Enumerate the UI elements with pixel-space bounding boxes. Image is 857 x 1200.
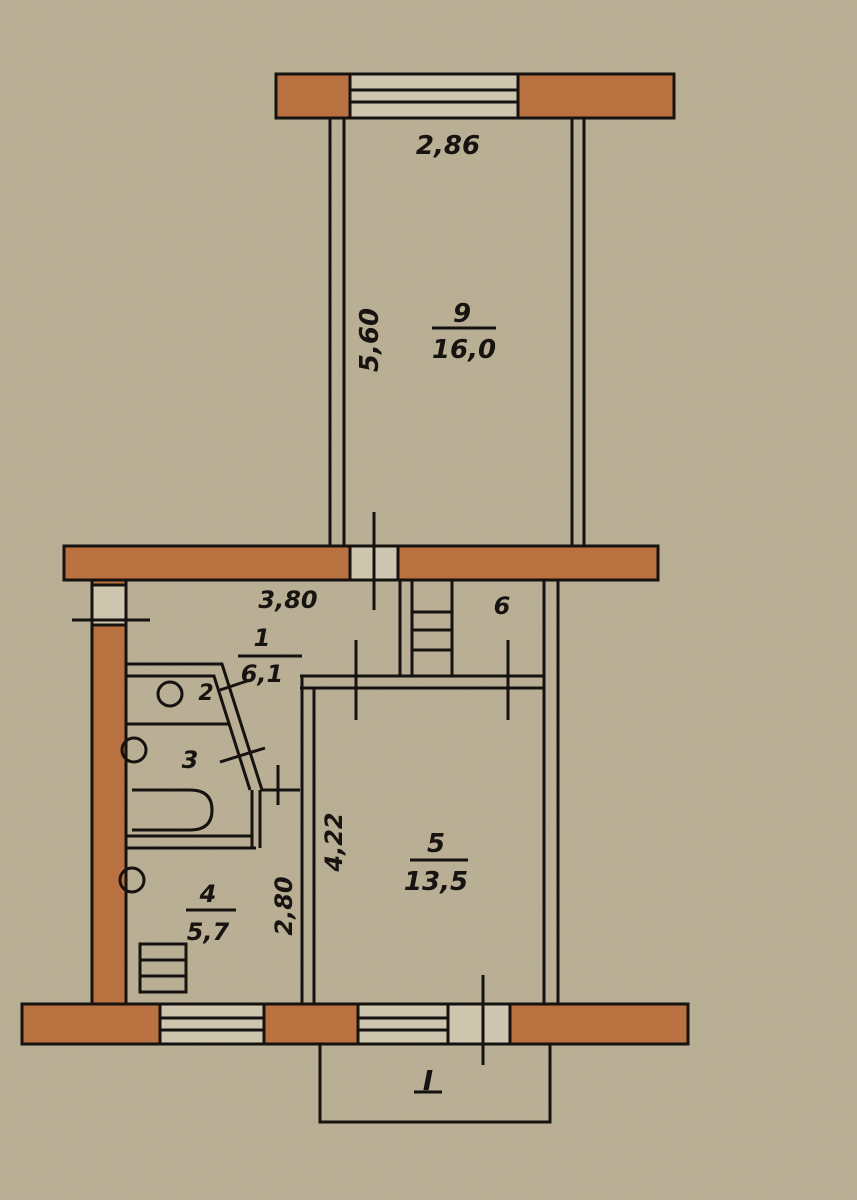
window-top bbox=[348, 72, 520, 120]
bathroom-block bbox=[118, 662, 300, 994]
room-1-area: 6,1 bbox=[241, 660, 284, 688]
room-4-area: 5,7 bbox=[187, 918, 230, 946]
stove-icon bbox=[138, 942, 188, 994]
dim-room9-length: 5,60 bbox=[355, 308, 385, 372]
room-5-number: 5 bbox=[427, 829, 445, 859]
room-1-number: 1 bbox=[254, 624, 271, 652]
room-9-number: 9 bbox=[453, 299, 471, 329]
balcony-door bbox=[446, 1002, 512, 1046]
room-5-partitions bbox=[300, 580, 544, 1004]
window-bottom-left bbox=[158, 1002, 266, 1046]
balcony-label: I bbox=[423, 1064, 433, 1097]
bathtub-icon bbox=[132, 788, 214, 832]
room-5-area: 13,5 bbox=[404, 867, 468, 897]
toilet-icon bbox=[156, 680, 184, 708]
bottom-exterior-wall bbox=[20, 975, 690, 1065]
window-bottom-right bbox=[356, 1002, 450, 1046]
kitchen-sink-icon bbox=[118, 866, 146, 894]
middle-brick-wall bbox=[62, 512, 660, 610]
room-9-area: 16,0 bbox=[432, 335, 496, 365]
room-6-number: 6 bbox=[494, 592, 511, 620]
balcony-outline bbox=[318, 1044, 552, 1124]
dim-room9-width: 2,86 bbox=[416, 131, 480, 161]
dim-room4-length: 2,80 bbox=[270, 876, 298, 935]
top-exterior-wall bbox=[274, 72, 676, 120]
room-9-walls bbox=[328, 118, 586, 548]
room-2-number: 2 bbox=[198, 681, 213, 706]
room-3-number: 3 bbox=[182, 746, 199, 774]
room-4-number: 4 bbox=[199, 880, 217, 908]
sink-icon bbox=[120, 736, 148, 764]
dim-hall-width: 3,80 bbox=[258, 586, 317, 614]
dim-room5-length: 4,22 bbox=[320, 812, 348, 872]
right-partition bbox=[542, 580, 560, 1004]
